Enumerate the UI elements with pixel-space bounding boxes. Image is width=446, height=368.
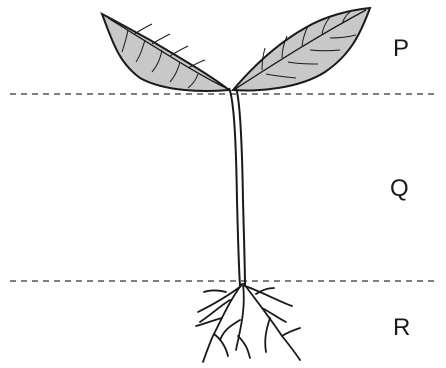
right-leaf xyxy=(230,6,372,92)
left-leaf xyxy=(100,11,232,92)
region-label-r: R xyxy=(393,314,411,341)
stem xyxy=(228,87,246,287)
roots xyxy=(195,283,301,363)
region-label-q: Q xyxy=(390,175,409,202)
region-label-p: P xyxy=(393,35,410,62)
